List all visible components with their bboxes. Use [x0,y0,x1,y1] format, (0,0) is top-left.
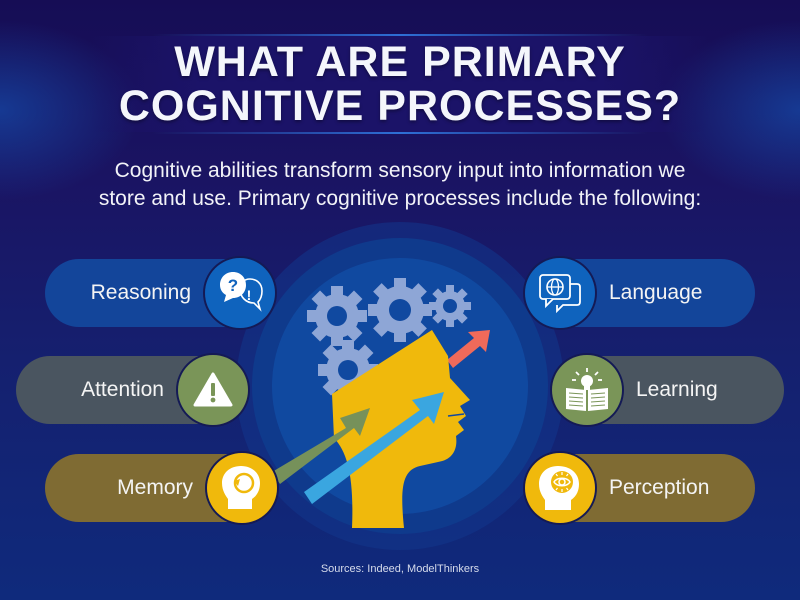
gears-icon [307,278,471,400]
title-band [90,34,710,134]
svg-text:!: ! [247,287,252,303]
title-line-2: COGNITIVE PROCESSES? [118,82,682,130]
book-lightbulb-icon [552,355,622,425]
red-arrow [447,330,490,368]
green-arrow [272,408,370,484]
process-memory: Memory [45,453,277,523]
process-label: Reasoning [90,281,191,304]
process-label: Attention [81,378,164,401]
process-label: Perception [609,476,710,499]
subtitle: Cognitive abilities transform sensory in… [60,157,740,213]
title-line-1: WHAT ARE PRIMARY [174,38,626,86]
blue-arrow [304,392,444,504]
process-language: Language [525,258,755,328]
question-exclamation-bubbles-icon: ! ? [205,258,275,328]
process-perception: Perception [525,453,755,523]
head-cycle-icon [207,453,277,523]
page-title: WHAT ARE PRIMARY COGNITIVE PROCESSES? [0,40,800,128]
sources-credit: Sources: Indeed, ModelThinkers [320,563,480,575]
center-illustration [272,278,490,528]
process-attention: Attention [16,355,248,425]
globe-speech-bubbles-icon [525,258,595,328]
subtitle-line-2: store and use. Primary cognitive process… [98,187,702,210]
warning-triangle-icon [178,355,248,425]
svg-text:?: ? [228,276,238,295]
process-label: Memory [117,476,193,499]
subtitle-line-1: Cognitive abilities transform sensory in… [114,159,686,182]
process-reasoning: Reasoning ! ? [45,258,275,328]
head-eye-icon [525,453,595,523]
process-learning: Learning [552,355,784,425]
process-label: Language [609,281,703,304]
process-label: Learning [636,378,718,401]
